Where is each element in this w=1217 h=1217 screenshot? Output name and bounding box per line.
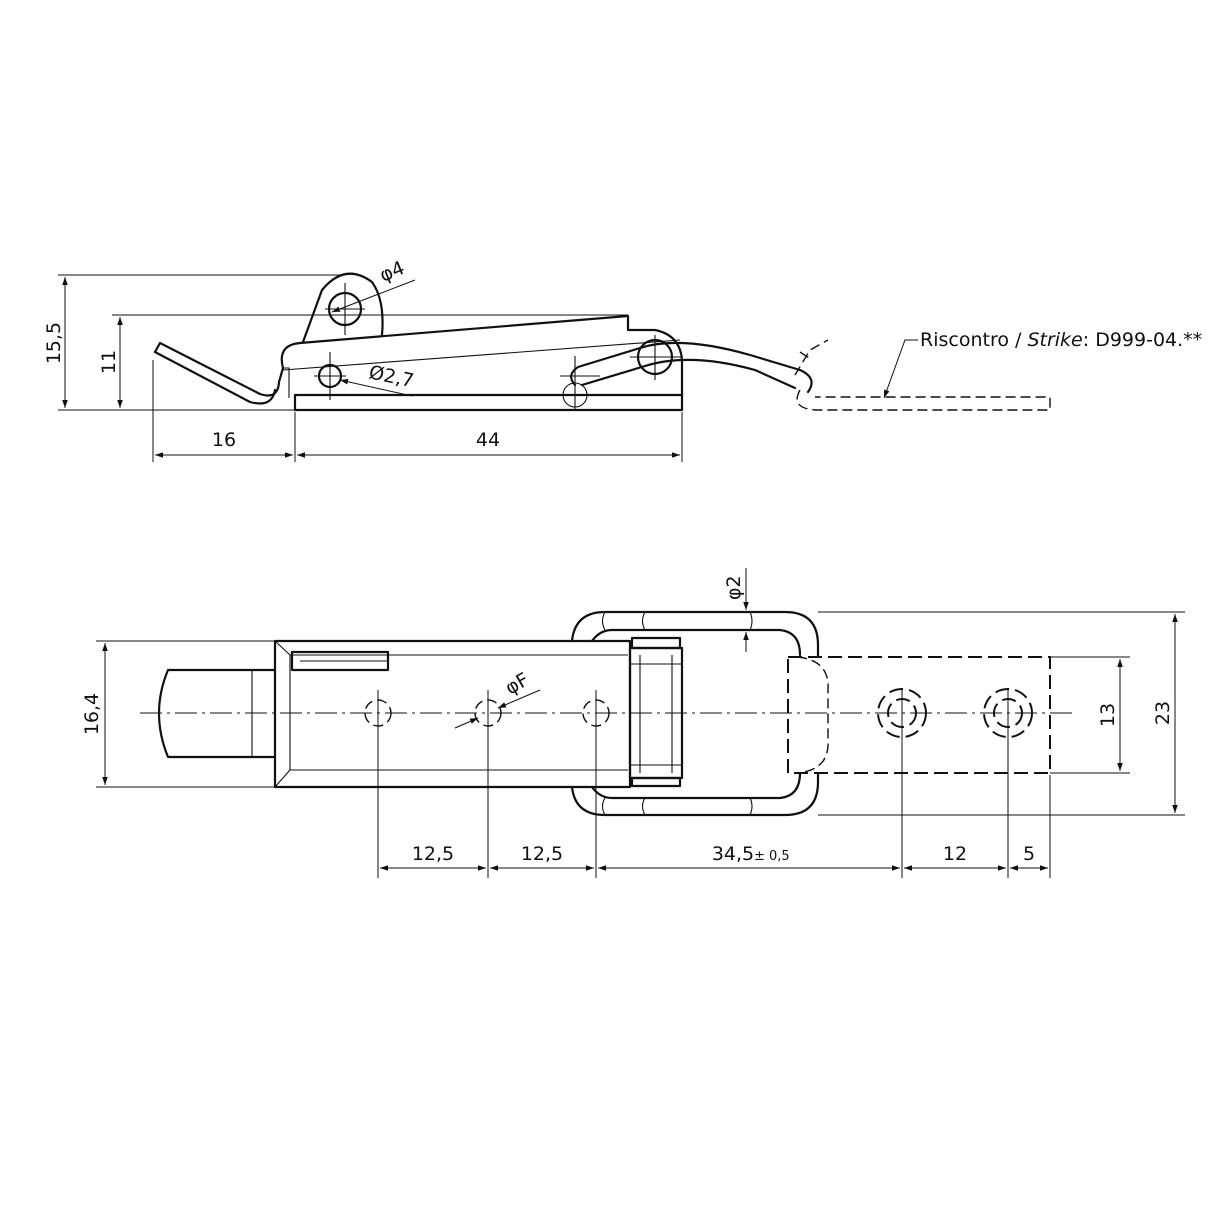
- dim-loop-width: 23: [1152, 701, 1174, 725]
- dim-pitch-1: 12,5: [412, 843, 454, 865]
- lever: [280, 314, 684, 397]
- dim-hook-length: 16: [212, 429, 236, 451]
- dim-pitch-2: 12,5: [521, 843, 563, 865]
- dim-width-body: 16,4: [81, 693, 103, 735]
- plan-view: 16,4 13 23 φ2 φF 12,5 12,5 34,: [81, 568, 1185, 878]
- dim-strike-pitch: 12: [943, 843, 967, 865]
- dim-height-lever: 11: [98, 350, 120, 374]
- dim-center-distance: 34,5: [712, 843, 754, 865]
- dim-base-length: 44: [476, 429, 500, 451]
- dim-wire: φ2: [723, 575, 745, 600]
- dim-strike-edge: 5: [1023, 843, 1035, 865]
- strike-plate: [787, 656, 1051, 774]
- dim-ear-hole: φ4: [377, 257, 408, 287]
- wire-loop: [570, 610, 820, 817]
- bottom-dimension-chain: 12,5 12,5 34,5 ± 0,5 12 5: [377, 690, 1051, 878]
- base-plate: [293, 393, 684, 412]
- dim-height-total: 15,5: [43, 322, 65, 364]
- dim-strike-width: 13: [1097, 703, 1119, 727]
- dim-center-tolerance: ± 0,5: [754, 849, 790, 864]
- strike-label: Riscontro / Strike: D999-04.**: [920, 329, 1202, 351]
- hook: [153, 341, 285, 397]
- side-view: Riscontro / Strike: D999-04.** 15,5 11 1…: [43, 257, 1202, 462]
- latch-body: [273, 639, 632, 789]
- wire-bail: [570, 341, 813, 394]
- strike-outline: [796, 389, 1051, 411]
